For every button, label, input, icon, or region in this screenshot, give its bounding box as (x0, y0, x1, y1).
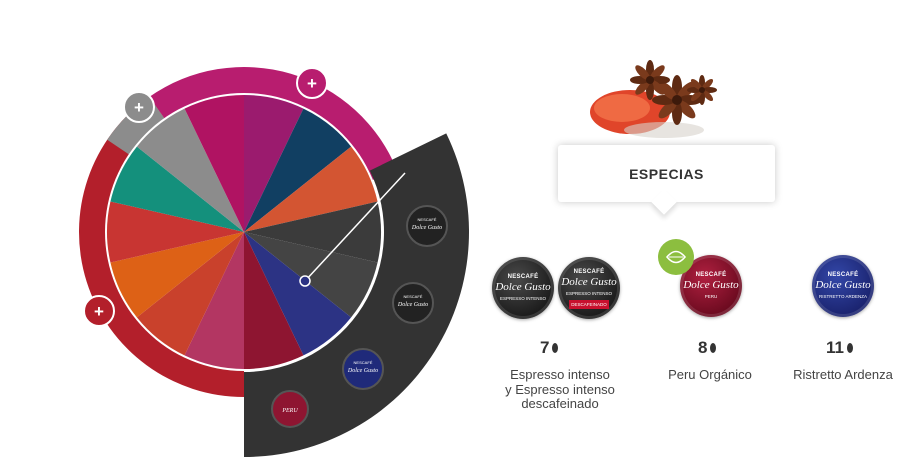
anise-center (646, 76, 654, 84)
wheel-segment (244, 201, 381, 263)
callout-title: ESPECIAS (629, 165, 704, 182)
anise-petal (690, 78, 702, 90)
plus-button-magenta[interactable]: + (296, 67, 328, 99)
capsule-ristretto-ardenza[interactable]: NESCAFÉ Dolce Gusto RISTRETTO ARDENZA (812, 255, 874, 317)
panel-capsule (392, 282, 434, 324)
anise-petal (677, 81, 696, 100)
intensity-indicator: 8 (698, 338, 717, 358)
anise-center (699, 87, 705, 93)
anise-petal (658, 81, 677, 100)
wheel-segment (244, 232, 304, 369)
coffee-bean-icon (552, 343, 559, 353)
panel-capsule-logo: Dolce Gusto (411, 225, 442, 231)
product-name: Peru Orgánico (668, 367, 752, 382)
coffee-bean-icon (846, 343, 853, 353)
wheel-segment (244, 146, 378, 232)
capsule-peru-organico[interactable]: NESCAFÉ Dolce Gusto PERU (680, 255, 742, 317)
anise-petal (677, 100, 696, 119)
capsule-espresso-intenso[interactable]: NESCAFÉ Dolce Gusto ESPRESSO INTENSO (492, 257, 554, 319)
flavor-callout: ESPECIAS (558, 145, 775, 202)
ring-red (79, 96, 245, 398)
panel-capsule (271, 390, 309, 428)
panel-capsule-brand: NESCAFÉ (404, 294, 423, 299)
wheel-segment (244, 232, 352, 356)
ring-magenta (149, 67, 397, 181)
wheel-segment (106, 201, 244, 263)
panel-capsule-logo: PERU (281, 408, 298, 414)
wheel-segment (136, 232, 244, 356)
pointer-dot[interactable] (299, 275, 311, 287)
organic-leaf-icon (658, 239, 694, 275)
anise-petal (635, 65, 650, 80)
anise-petal (650, 65, 665, 80)
anise-petal (702, 90, 714, 102)
svg-text:+: + (94, 302, 104, 321)
wheel-segment (110, 146, 244, 232)
wheel-segment (110, 232, 244, 318)
wheel-segment (244, 108, 352, 232)
plus-button-red[interactable]: + (83, 295, 115, 327)
wheel-segment (136, 108, 244, 232)
wheel-segment (244, 95, 304, 232)
anise-petal (650, 80, 665, 95)
svg-text:+: + (307, 74, 317, 93)
panel-capsule (342, 348, 384, 390)
plus-button-gray[interactable]: + (123, 91, 155, 123)
anise-petal (690, 90, 702, 102)
pointer-line (304, 172, 406, 282)
panel-capsule-logo: Dolce Gusto (397, 302, 428, 308)
wheel-segment (184, 232, 244, 369)
panel-capsule-brand: NESCAFÉ (418, 217, 437, 222)
anise-petal (658, 100, 677, 119)
panel-capsule-logo: Dolce Gusto (347, 368, 378, 374)
intensity-indicator: 7 (540, 338, 559, 358)
panel-capsule-brand: NESCAFÉ (354, 360, 373, 365)
anise-petal (635, 80, 650, 95)
panel-capsule (406, 205, 448, 247)
capsule-espresso-intenso-decaf[interactable]: NESCAFÉ Dolce Gusto ESPRESSO INTENSO DES… (558, 257, 620, 319)
svg-text:+: + (134, 98, 144, 117)
coffee-bean-icon (710, 343, 717, 353)
intensity-indicator: 11 (826, 338, 853, 358)
anise-petal (702, 78, 714, 90)
wheel-segment (184, 95, 244, 232)
product-name: Espresso intenso y Espresso intenso desc… (505, 367, 615, 411)
product-name: Ristretto Ardenza (793, 367, 893, 382)
spice-icon (590, 60, 718, 138)
anise-center (672, 95, 682, 105)
